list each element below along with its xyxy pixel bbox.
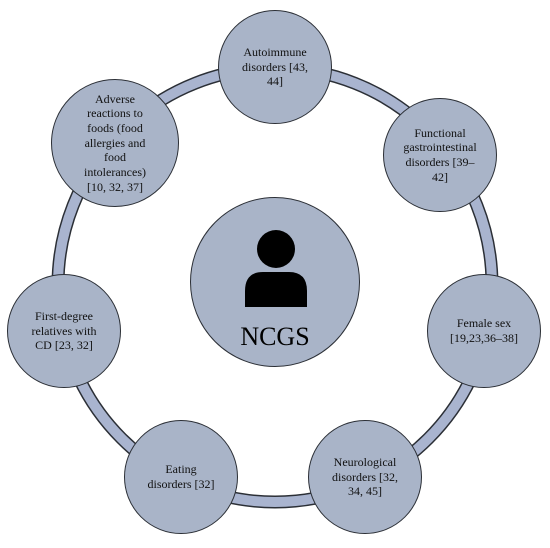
node-first-degree-relatives: First-degree relatives with CD [23, 32] [7,274,121,388]
node-functional-gastrointestinal-disorders: Functional gastrointestinal disorders [3… [383,98,497,212]
node-label: First-degree relatives with CD [23, 32] [31,309,97,353]
center-circle: NCGS [190,197,360,367]
node-label: Autoimmune disorders [43, 44] [242,45,308,89]
node-label: Female sex [19,23,36–38] [450,316,518,345]
node-label: Functional gastrointestinal disorders [3… [403,125,477,184]
person-icon [245,230,307,307]
center-label: NCGS [240,322,310,351]
node-female-sex: Female sex [19,23,36–38] [427,274,541,388]
node-adverse-reactions-to-foods: Adverse reactions to foods (food allergi… [51,79,179,207]
node-eating-disorders: Eating disorders [32] [124,420,238,534]
node-label: Neurological disorders [32, 34, 45] [332,455,398,499]
node-label: Eating disorders [32] [147,462,215,491]
node-neurological-disorders: Neurological disorders [32, 34, 45] [308,420,422,534]
node-label: Adverse reactions to foods (food allergi… [84,91,146,194]
node-autoimmune-disorders: Autoimmune disorders [43, 44] [218,10,332,124]
